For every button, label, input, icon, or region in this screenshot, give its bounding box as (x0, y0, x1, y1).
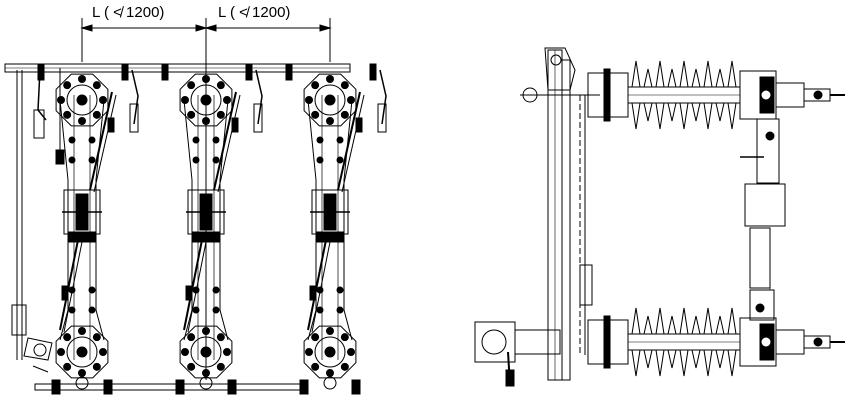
pole-1 (37, 63, 139, 395)
dimension-label-left: L ( ≮ 1200) (92, 4, 165, 21)
pole-3 (285, 63, 387, 395)
fuse-tube (740, 118, 786, 321)
side-view (474, 47, 845, 387)
front-view (4, 63, 387, 395)
lower-insulator (587, 307, 845, 377)
left-terminal (33, 68, 65, 165)
upper-insulator (587, 60, 845, 130)
dimension-label-right: L ( ≮ 1200) (218, 4, 291, 21)
pole-2 (161, 63, 263, 395)
